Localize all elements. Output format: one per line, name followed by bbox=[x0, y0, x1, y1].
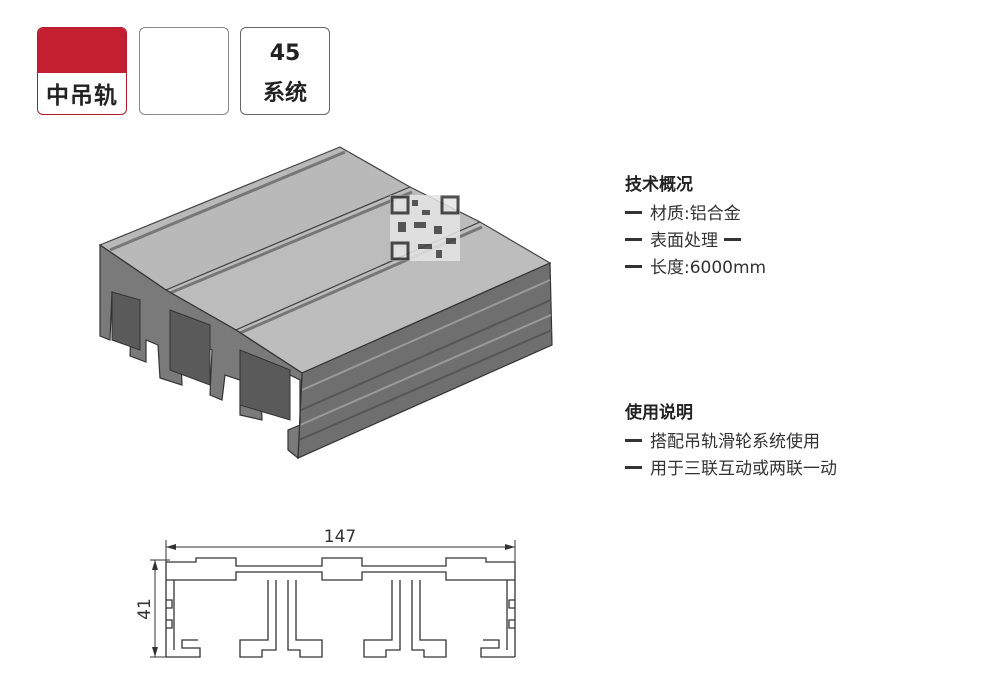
dash-bullet bbox=[625, 237, 642, 241]
tech-item-material: 材质:铝合金 bbox=[625, 201, 766, 228]
system-number: 45 bbox=[269, 41, 301, 66]
dash-bullet bbox=[625, 210, 642, 214]
usage-item-2: 用于三联互动或两联一动 bbox=[625, 456, 837, 483]
usage-section: 使用说明 搭配吊轨滑轮系统使用 用于三联互动或两联一动 bbox=[625, 398, 837, 483]
usage-heading: 使用说明 bbox=[625, 403, 693, 423]
category-tag-color-block bbox=[38, 28, 126, 73]
category-tag: 中吊轨 bbox=[37, 27, 127, 115]
qr-watermark bbox=[390, 195, 460, 261]
tech-overview-heading: 技术概况 bbox=[625, 175, 693, 195]
system-label: 系统 bbox=[262, 81, 307, 106]
usage-item-1: 搭配吊轨滑轮系统使用 bbox=[625, 429, 837, 456]
empty-tag bbox=[139, 27, 229, 115]
category-tag-label: 中吊轨 bbox=[46, 83, 118, 109]
dash-bullet bbox=[625, 465, 642, 469]
dash-bullet bbox=[625, 264, 642, 268]
dash-bullet bbox=[625, 438, 642, 442]
tech-overview-section: 技术概况 材质:铝合金 表面处理 长度:6000mm bbox=[625, 170, 766, 282]
tech-item-length: 长度:6000mm bbox=[625, 255, 766, 282]
system-tag: 45 系统 bbox=[240, 27, 330, 115]
tech-item-surface: 表面处理 bbox=[625, 228, 766, 255]
dash-trailing bbox=[724, 237, 741, 241]
